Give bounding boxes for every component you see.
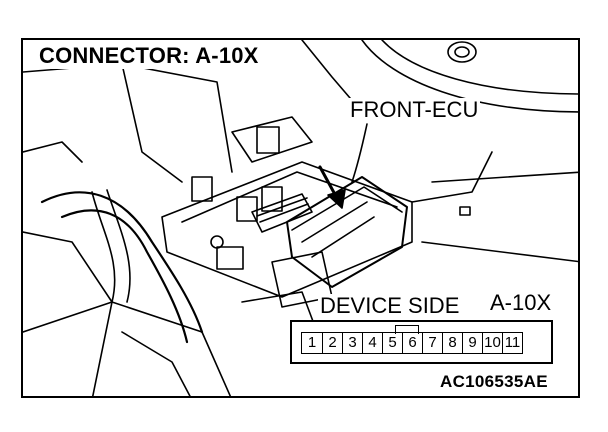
- pin-2: 2: [322, 333, 342, 353]
- connector-code-label: A-10X: [488, 290, 554, 315]
- pin-6: 6: [402, 333, 422, 353]
- front-ecu-callout: FRONT-ECU: [348, 97, 481, 122]
- pin-row: 1 2 3 4 5 6 7 8 9 10 11: [301, 332, 523, 354]
- pin-9: 9: [462, 333, 482, 353]
- pin-5: 5: [382, 333, 402, 353]
- pin-8: 8: [442, 333, 462, 353]
- device-side-label: DEVICE SIDE: [318, 293, 462, 318]
- pin-4: 4: [362, 333, 382, 353]
- pin-10: 10: [482, 333, 502, 353]
- pin-11: 11: [502, 333, 522, 353]
- connector-title: CONNECTOR: A-10X: [35, 43, 263, 69]
- figure-code: AC106535AE: [440, 372, 548, 391]
- pin-3: 3: [342, 333, 362, 353]
- pin-7: 7: [422, 333, 442, 353]
- connector-pinout: 1 2 3 4 5 6 7 8 9 10 11: [290, 320, 553, 364]
- connector-key-tab: [395, 325, 419, 334]
- pin-1: 1: [307, 334, 317, 351]
